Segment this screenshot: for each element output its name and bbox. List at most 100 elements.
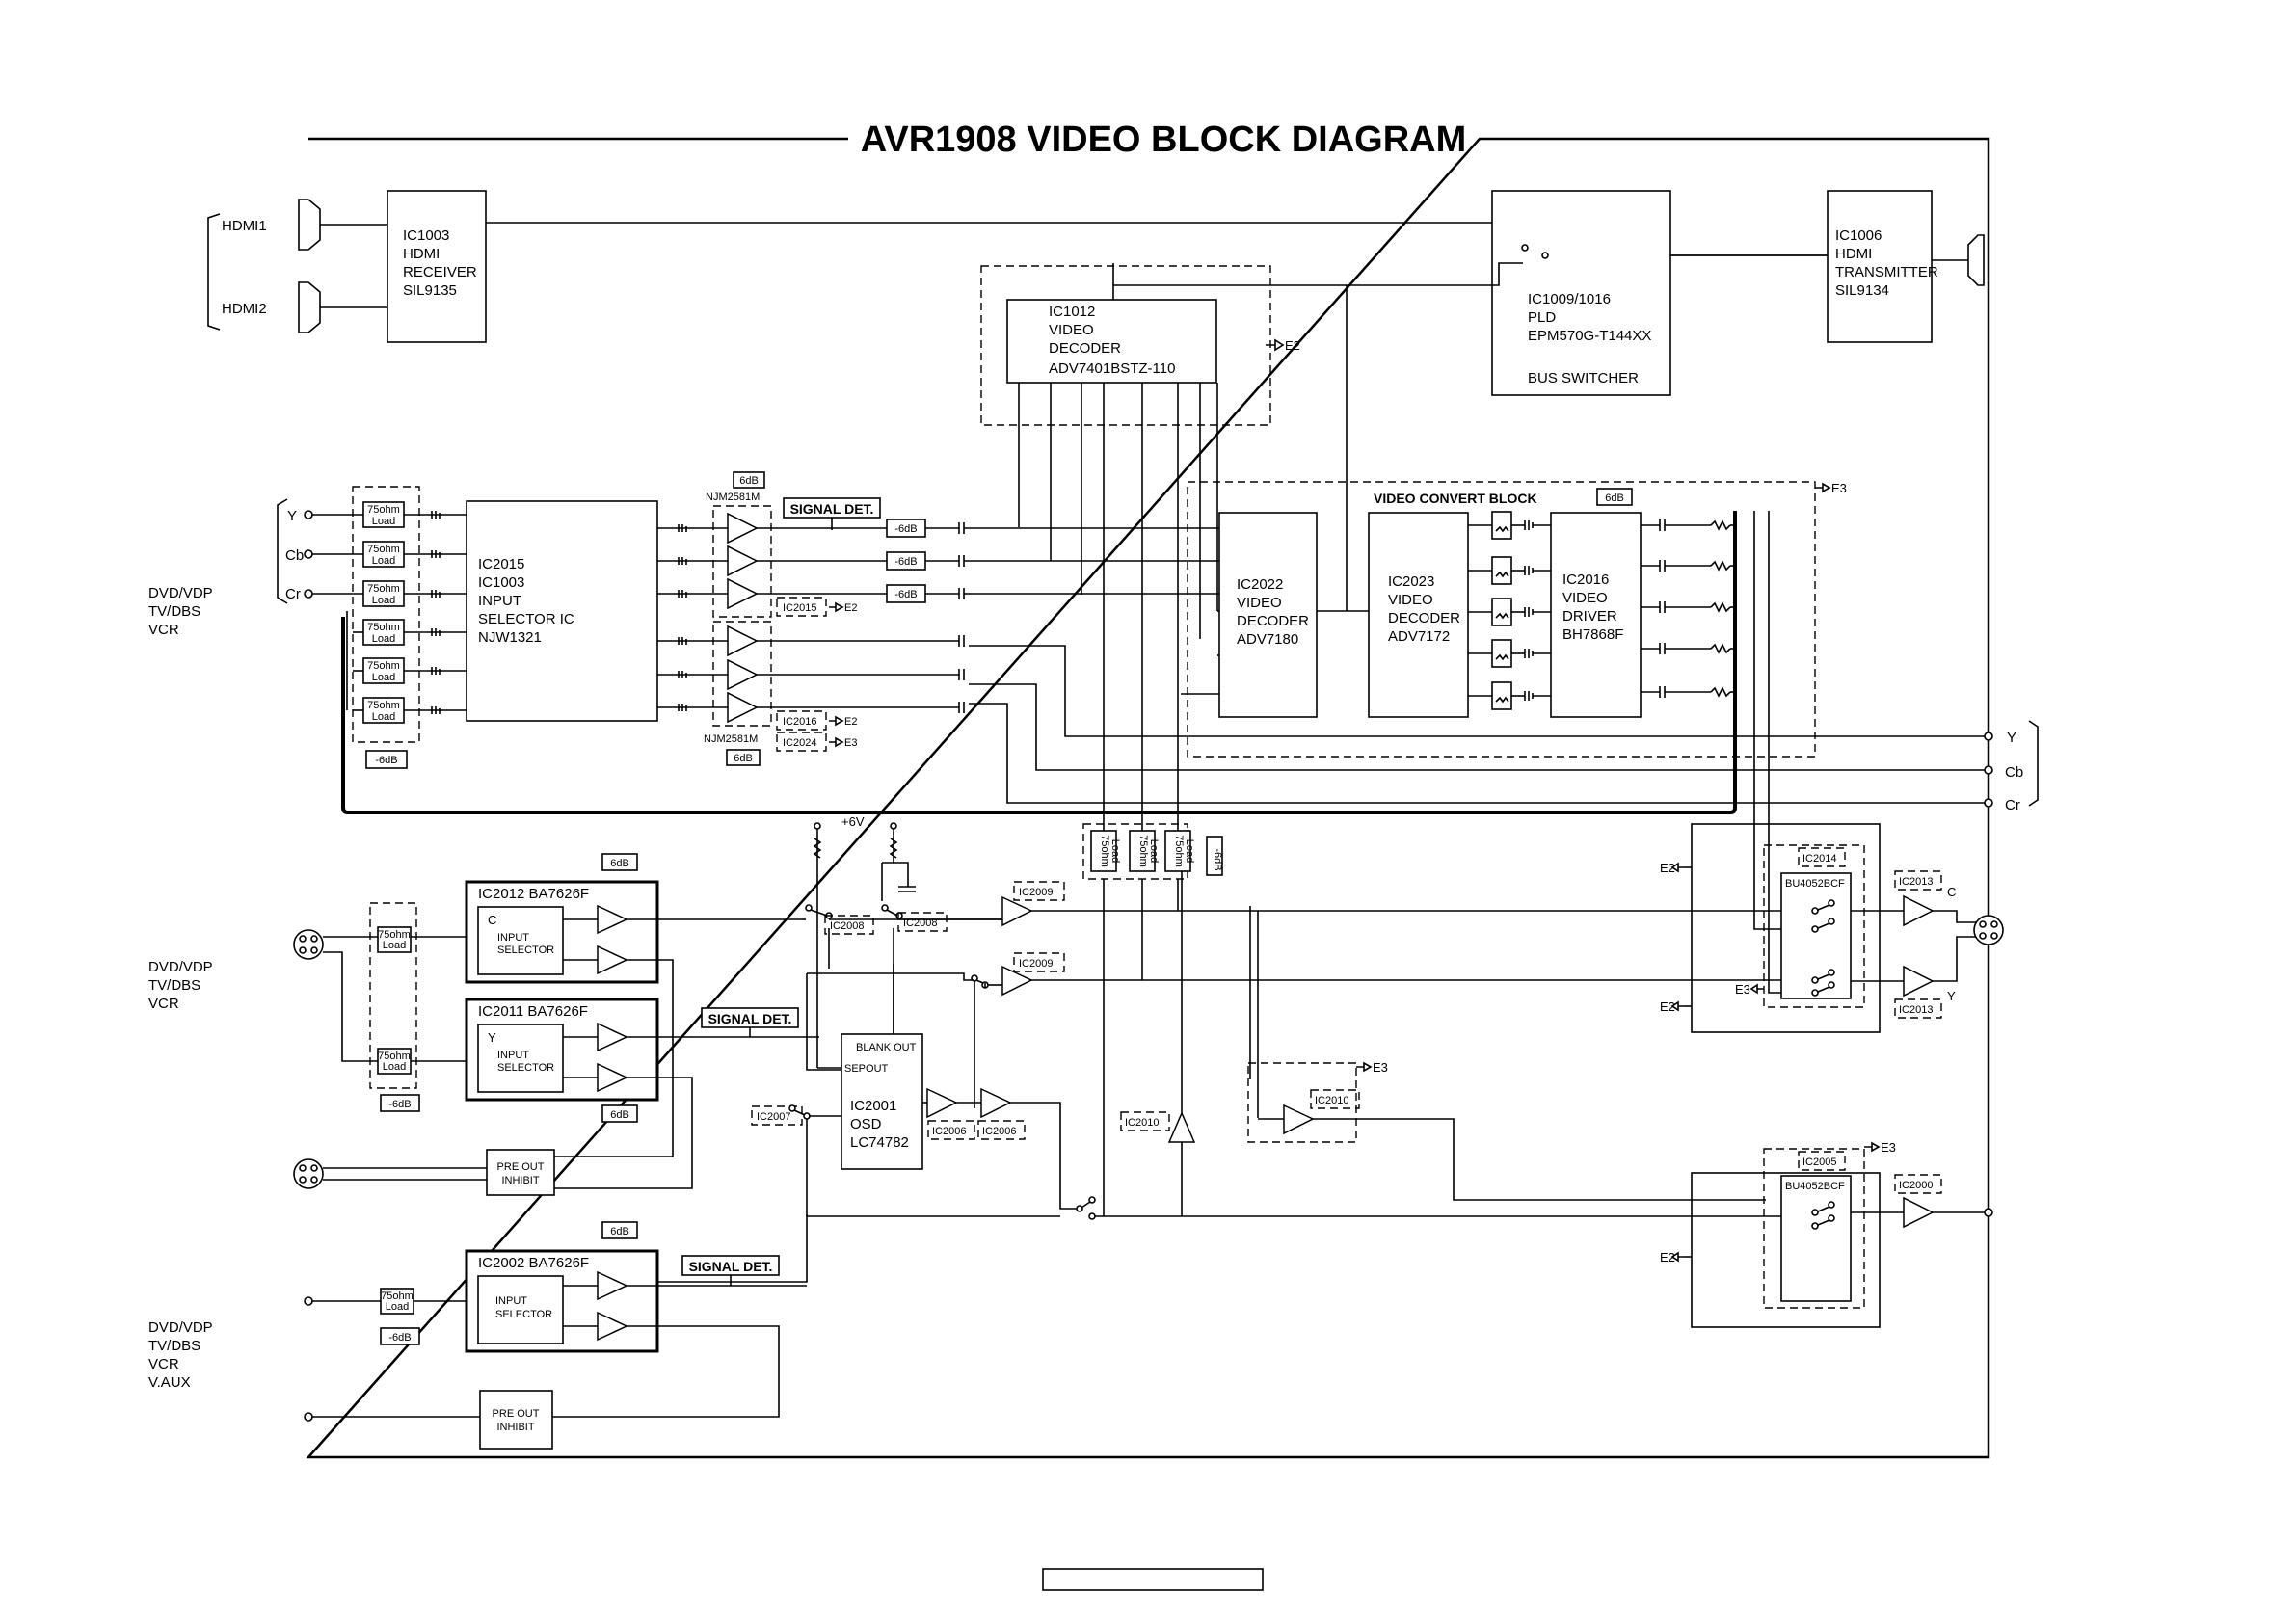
hdmi-section: HDMI1 HDMI2 IC1003 HDMI RECEIVER SIL9135…	[207, 190, 1985, 396]
osd-label: IC2001	[850, 1098, 896, 1114]
load-label: Load	[386, 1301, 409, 1313]
ic-tag: IC2014	[1802, 853, 1836, 865]
amp-triangle	[727, 625, 759, 657]
hdmi-receiver-block	[387, 190, 487, 343]
sel-label: SELECTOR	[495, 1309, 552, 1320]
load-label: Load	[372, 555, 395, 567]
load-resistor	[1129, 830, 1156, 872]
atten-label: -6dB	[388, 1099, 411, 1110]
comp-source-label: V.AUX	[148, 1374, 191, 1391]
hdmi-transmitter-label: TRANSMITTER	[1835, 264, 1938, 280]
e3-tag: E3	[1831, 481, 1847, 495]
ic-tag: IC2015	[783, 602, 816, 614]
ic-tag: IC2013	[1899, 876, 1933, 888]
ic-tag: IC2007	[757, 1111, 790, 1123]
comp-gain-label: 6dB	[734, 753, 753, 764]
pre-out-label: INHIBIT	[501, 1175, 539, 1186]
hdmi-transmitter-label: IC1006	[1835, 227, 1882, 244]
decoder-section: IC1012 VIDEO DECODER ADV7401BSTZ-110 E2	[980, 262, 1523, 611]
ic2015-input-selector-block	[466, 500, 658, 722]
ic1012-label: DECODER	[1049, 340, 1121, 357]
ic2001-osd-block	[841, 1033, 923, 1170]
jack-icon	[1984, 765, 1993, 775]
ic-tag: IC2009	[1019, 958, 1053, 970]
diagram-frame	[306, 137, 1990, 1459]
load-label: 75ohm	[367, 544, 400, 555]
e2-tag: E2	[1660, 1250, 1675, 1264]
pld-label: BUS SWITCHER	[1528, 370, 1639, 386]
load-label: Load	[372, 516, 395, 527]
load-label: 75ohm	[378, 1051, 411, 1062]
load-label: 75ohm	[367, 700, 400, 711]
load-resistor	[1164, 830, 1191, 872]
plus6v-label: +6V	[841, 814, 865, 829]
ic1012-label: ADV7401BSTZ-110	[1049, 360, 1175, 377]
ic1012-label: VIDEO	[1049, 322, 1094, 338]
ic2023-label: IC2023	[1388, 573, 1434, 590]
output-switchers: IC2014 BU4052BCF E2 E2 E3 IC2013 IC2013 …	[1660, 511, 2004, 1328]
atten-label: -6dB	[894, 589, 917, 600]
ic-tag: IC2016	[783, 716, 816, 728]
jack-icon	[1984, 798, 1993, 808]
jack-icon	[1984, 1208, 1993, 1217]
y-out-label: Y	[1947, 989, 1956, 1003]
hdmi-transmitter-label: SIL9134	[1835, 282, 1889, 299]
osd-label: LC74782	[850, 1134, 909, 1151]
hdmi-receiver-label: RECEIVER	[403, 264, 477, 280]
hdmi1-connector-icon	[298, 199, 321, 251]
bu4052-label: BU4052BCF	[1785, 1181, 1845, 1192]
load-label: Load	[383, 1061, 406, 1073]
load-resistor	[1090, 830, 1117, 872]
load-resistor	[362, 541, 405, 568]
footer-box	[1042, 1568, 1264, 1591]
svideo-section: DVD/VDP TV/DBS VCR 75ohm Load 75ohm Load…	[148, 853, 819, 1196]
svideo-source-label: TV/DBS	[148, 977, 200, 994]
ic2012-label: IC2012 BA7626F	[478, 886, 589, 902]
pre-out-label: PRE OUT	[493, 1408, 540, 1420]
ic-tag: IC2005	[1802, 1157, 1836, 1168]
pld-label: PLD	[1528, 309, 1556, 326]
ic2022-block	[1218, 512, 1318, 718]
sel-label: INPUT	[495, 1295, 527, 1307]
atten-label: -6dB	[388, 1332, 411, 1344]
filter-box	[1491, 681, 1512, 710]
e2-tag: E2	[844, 602, 857, 614]
e2-tag: E2	[844, 716, 857, 728]
pre-out-label: INHIBIT	[496, 1422, 534, 1433]
ic2011-label: IC2011 BA7626F	[478, 1003, 588, 1020]
ic2023-label: DECODER	[1388, 610, 1460, 626]
comp-gain-label: 6dB	[739, 475, 759, 487]
ic2015-label: SELECTOR IC	[478, 611, 574, 627]
amp-triangle	[727, 512, 759, 545]
ic-tag: IC2008	[830, 920, 864, 932]
switch-contact	[1811, 976, 1819, 984]
y-label: Y	[488, 1030, 496, 1045]
out-cr-label: Cr	[2005, 797, 2020, 813]
load-resistor	[362, 697, 405, 724]
comp-source-label: DVD/VDP	[148, 585, 213, 601]
svideo-source-label: VCR	[148, 996, 179, 1012]
e3-tag: E3	[1735, 982, 1750, 997]
ic2015-label: IC2015	[478, 556, 524, 572]
signal-det-label: SIGNAL DET.	[708, 1011, 792, 1026]
comp-cr-label: Cr	[285, 586, 301, 602]
pld-bus-switcher-block	[1491, 190, 1671, 396]
load-label: Load	[1148, 839, 1160, 863]
comp-source-label: VCR	[148, 622, 179, 638]
ic2016-label: VIDEO	[1562, 590, 1608, 606]
ic2022-label: ADV7180	[1237, 631, 1298, 648]
e2-tag: E2	[1660, 999, 1675, 1014]
load-label: Load	[383, 940, 406, 951]
ic-tag: IC2008	[903, 918, 937, 929]
comp-source-label: VCR	[148, 1356, 179, 1372]
load-label: Load	[372, 672, 395, 683]
e3-tag: E3	[844, 737, 857, 749]
switch-contact	[1811, 1209, 1819, 1216]
diagram-title: AVR1908 VIDEO BLOCK DIAGRAM	[861, 120, 1467, 160]
amp-triangle	[727, 577, 759, 610]
ic-tag: IC2010	[1125, 1117, 1159, 1129]
hdmi-receiver-label: SIL9135	[403, 282, 457, 299]
pre-out-inhibit-block	[486, 1149, 555, 1196]
comp-atten-label: -6dB	[375, 755, 397, 766]
comp-source-label: TV/DBS	[148, 1338, 200, 1354]
